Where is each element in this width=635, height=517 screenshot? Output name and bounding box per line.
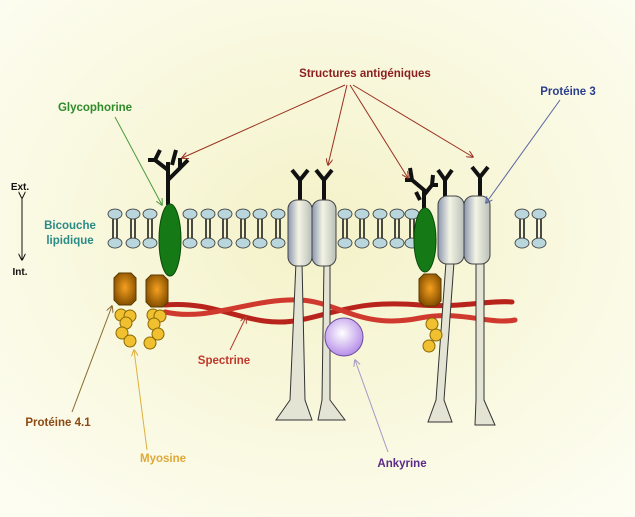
label-protein-4-1: Protéine 4.1 <box>25 417 91 429</box>
label-ankyrin: Ankyrine <box>377 458 426 470</box>
annotation-arrows <box>22 84 561 453</box>
phospholipid <box>389 208 405 249</box>
phospholipid <box>235 208 251 249</box>
phospholipid <box>372 208 388 249</box>
phospholipid <box>354 208 370 249</box>
lipid-bilayer <box>107 208 547 249</box>
phospholipid <box>182 208 198 249</box>
label-glycophorin: Glycophorine <box>58 102 132 114</box>
protein-4-1-group <box>113 272 443 353</box>
phospholipid <box>531 208 547 249</box>
myosin-bead <box>123 334 137 348</box>
myosin-bead <box>115 326 129 340</box>
band3-right <box>436 165 491 265</box>
protein-4-1 <box>113 272 137 306</box>
label-myosin: Myosine <box>140 453 186 465</box>
phospholipid <box>337 208 353 249</box>
protein-4-1 <box>418 273 442 307</box>
myosin-bead <box>151 327 165 341</box>
protein-4-1 <box>145 274 169 308</box>
myosin-bead <box>425 317 439 331</box>
phospholipid <box>142 208 158 249</box>
label-ext: Ext. <box>11 182 30 193</box>
phospholipid <box>217 208 233 249</box>
glycophorin-left <box>148 149 190 277</box>
myosin-bead <box>429 328 443 342</box>
myosin-bead <box>422 339 436 353</box>
spectrin-filament <box>162 297 518 325</box>
phospholipid <box>270 208 286 249</box>
label-int: Int. <box>13 267 28 278</box>
label-antigenic-structures: Structures antigéniques <box>299 68 431 80</box>
label-bilayer-1: Bicouche <box>44 220 96 232</box>
band3-left <box>287 168 337 267</box>
phospholipid <box>514 208 530 249</box>
myosin-bead <box>143 336 157 350</box>
label-spectrin: Spectrine <box>198 355 250 367</box>
glycophorin-right <box>405 167 438 273</box>
phospholipid <box>200 208 216 249</box>
label-bilayer-2: lipidique <box>46 235 93 247</box>
phospholipid <box>125 208 141 249</box>
label-band3: Protéine 3 <box>540 86 596 98</box>
phospholipid <box>107 208 123 249</box>
phospholipid <box>252 208 268 249</box>
ankyrin <box>324 317 364 357</box>
